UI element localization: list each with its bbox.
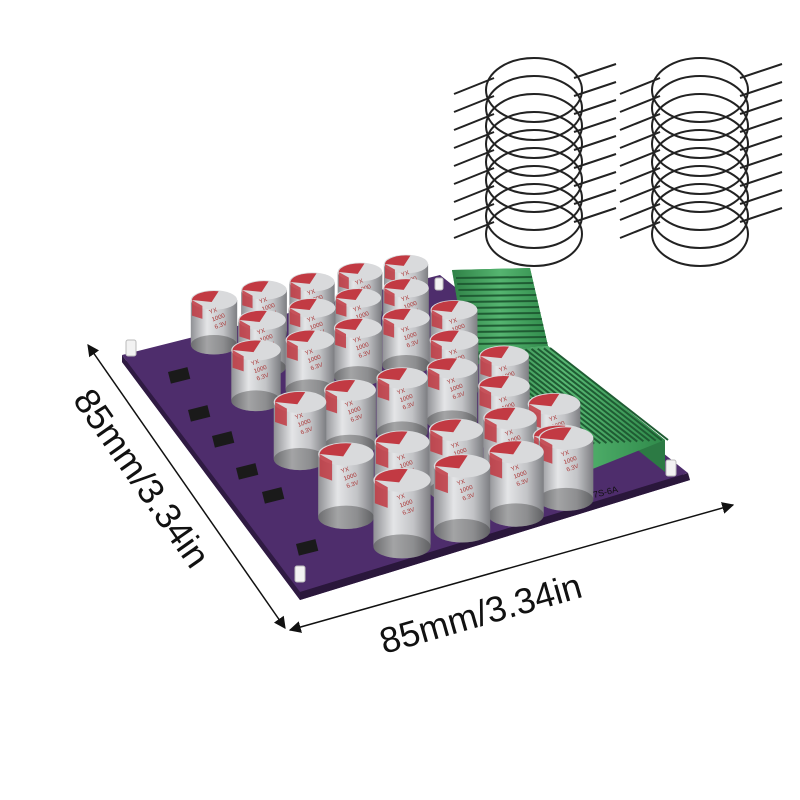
- cap-marking: 1000: [259, 334, 274, 344]
- cap-marking: 1000: [297, 418, 312, 428]
- cap-marking: YX: [353, 305, 363, 313]
- cap-marking: 1000: [449, 383, 464, 393]
- cap-marking: 6.3V: [346, 480, 360, 490]
- cap-marking: 1000: [453, 447, 468, 457]
- cap-marking: YX: [396, 494, 406, 502]
- cap-marking: 6.3V: [214, 321, 228, 331]
- cap-marking: 1000: [343, 472, 358, 482]
- cap-marking: YX: [401, 270, 411, 278]
- cap-marking: 1000: [309, 321, 324, 331]
- cap-marking: YX: [560, 450, 570, 458]
- cap-marking: 1000: [355, 342, 370, 352]
- wire-coil: [619, 57, 783, 267]
- wire-coils: [453, 57, 783, 267]
- cap-marking: 1000: [403, 301, 418, 311]
- cap-marking: YX: [344, 401, 354, 409]
- cap-marking: 1000: [399, 394, 414, 404]
- cap-marking: YX: [456, 479, 466, 487]
- cap-marking: 6.3V: [462, 493, 476, 503]
- cap-marking: 1000: [307, 354, 322, 364]
- cap-marking: 6.3V: [350, 414, 364, 424]
- cap-marking: YX: [307, 289, 317, 297]
- cap-marking: YX: [401, 326, 411, 334]
- dimension-arrows: [87, 344, 735, 633]
- cap-marking: 1000: [459, 485, 474, 495]
- cap-marking: YX: [498, 396, 508, 404]
- cap-marking: 1000: [403, 332, 418, 342]
- cap-marking: YX: [510, 465, 520, 473]
- cap-marking: 1000: [355, 311, 370, 321]
- cap-marking: YX: [259, 297, 269, 305]
- cap-marking: 1000: [211, 313, 226, 323]
- cap-marking: YX: [450, 442, 460, 450]
- wire-coil: [453, 57, 617, 267]
- cap-marking: 6.3V: [406, 340, 420, 350]
- cap-marking: 1000: [563, 456, 578, 466]
- cap-marking: YX: [449, 318, 459, 326]
- capacitor-array: YX10006.3VYX10006.3VYX10006.3VYX10006.3V…: [190, 254, 594, 559]
- cap-marking: YX: [353, 336, 363, 344]
- cap-marking: YX: [294, 413, 304, 421]
- cap-marking: YX: [449, 349, 459, 357]
- cap-marking: 1000: [347, 406, 362, 416]
- cap-marking: 1000: [261, 303, 276, 313]
- cap-marking: 6.3V: [516, 478, 530, 488]
- cap-marking: YX: [401, 295, 411, 303]
- cap-marking: YX: [548, 415, 558, 423]
- cap-marking: 6.3V: [402, 402, 416, 412]
- depth-arrow: [87, 344, 286, 629]
- cap-marking: YX: [504, 429, 514, 437]
- cap-marking: YX: [305, 349, 315, 357]
- width-label: 85mm/3.34in: [375, 565, 586, 662]
- cap-marking: 6.3V: [452, 391, 466, 401]
- cap-marking: YX: [257, 328, 267, 336]
- cap-marking: YX: [396, 454, 406, 462]
- cap-marking: 6.3V: [310, 362, 324, 372]
- cap-marking: 6.3V: [300, 426, 314, 436]
- cap-marking: 1000: [513, 470, 528, 480]
- cap-marking: YX: [209, 307, 219, 315]
- cap-marking: YX: [447, 378, 457, 386]
- width-arrow: [288, 502, 735, 633]
- cap-marking: YX: [355, 279, 365, 287]
- cap-marking: YX: [397, 388, 407, 396]
- cap-marking: YX: [340, 467, 350, 475]
- cap-marking: 6.3V: [358, 350, 372, 360]
- cap-marking: 1000: [507, 435, 522, 445]
- cap-marking: 1000: [399, 460, 414, 470]
- cap-marking: YX: [307, 316, 317, 324]
- cap-marking: 1000: [451, 323, 466, 333]
- cap-marking: YX: [499, 365, 509, 373]
- cap-marking: 6.3V: [566, 464, 580, 474]
